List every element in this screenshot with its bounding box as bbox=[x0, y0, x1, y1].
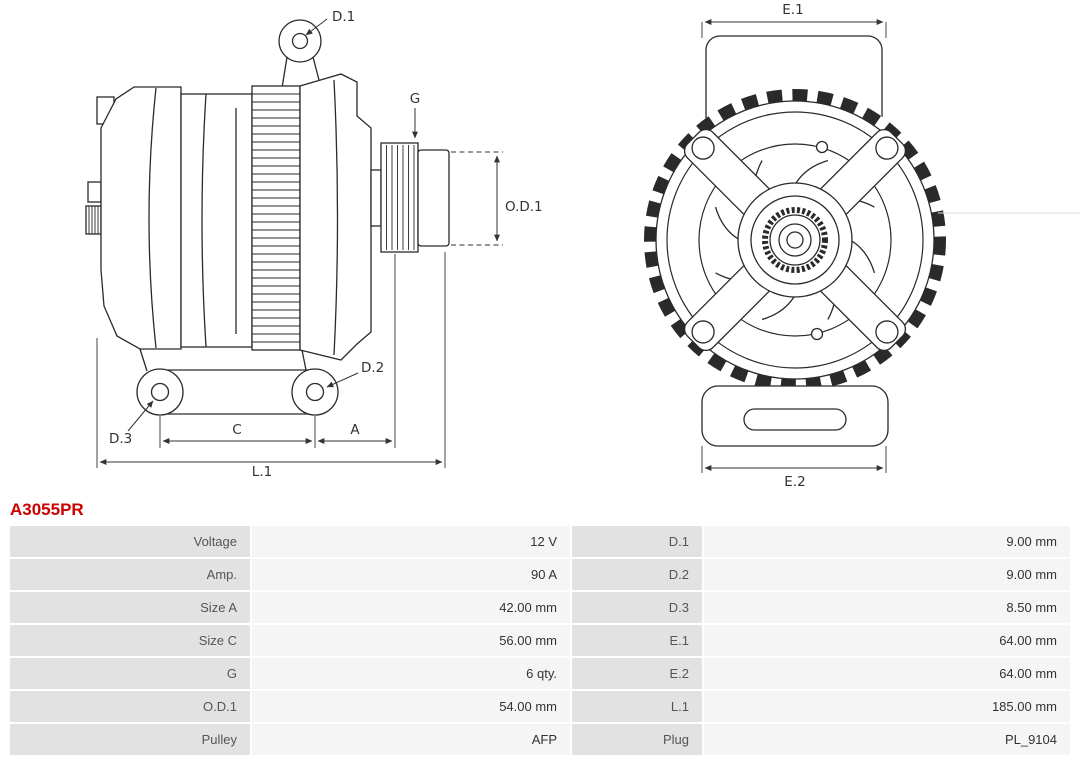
part-number: A3055PR bbox=[10, 500, 84, 519]
front-view-dimensions: E.1 E.2 bbox=[701, 2, 887, 490]
spec-label: D.3 bbox=[572, 592, 702, 623]
top-mounting-hole bbox=[291, 32, 309, 50]
dim-label-a: A bbox=[350, 422, 360, 438]
rotor-rim-scallops bbox=[644, 89, 946, 391]
dim-label-c: C bbox=[232, 422, 241, 438]
spec-label: Plug bbox=[572, 724, 702, 755]
table-row: Voltage 12 V D.1 9.00 mm bbox=[10, 526, 1070, 557]
table-row: Size A 42.00 mm D.3 8.50 mm bbox=[10, 592, 1070, 623]
spec-label: D.1 bbox=[572, 526, 702, 557]
spec-label: Size A bbox=[10, 592, 250, 623]
table-row: G 6 qty. E.2 64.00 mm bbox=[10, 658, 1070, 689]
spec-label: Size C bbox=[10, 625, 250, 656]
mounting-hole-right bbox=[305, 382, 325, 402]
fin-stack bbox=[251, 85, 301, 351]
shaft-hole bbox=[786, 231, 804, 249]
dim-label-g: G bbox=[410, 91, 420, 107]
dim-label-l1: L.1 bbox=[252, 464, 272, 480]
table-row: Size C 56.00 mm E.1 64.00 mm bbox=[10, 625, 1070, 656]
mid-housing bbox=[180, 93, 253, 348]
dim-label-od1: O.D.1 bbox=[505, 199, 543, 215]
spec-value: 42.00 mm bbox=[252, 592, 570, 623]
bolt-hole-bottom bbox=[810, 327, 824, 341]
terminal-block bbox=[87, 181, 102, 203]
side-view-dimensions: D.1 G O.D.1 D.2 D.3 C A L.1 bbox=[96, 9, 543, 480]
spec-label: E.2 bbox=[572, 658, 702, 689]
bottom-bracket-slot bbox=[743, 408, 847, 431]
spec-label: E.1 bbox=[572, 625, 702, 656]
technical-diagram: D.1 G O.D.1 D.2 D.3 C A L.1 bbox=[85, 2, 1080, 490]
table-row: Amp. 90 A D.2 9.00 mm bbox=[10, 559, 1070, 590]
pulley-flange bbox=[417, 149, 450, 247]
spec-value: 12 V bbox=[252, 526, 570, 557]
alternator-front-view bbox=[644, 35, 946, 447]
spec-value: 185.00 mm bbox=[704, 691, 1070, 722]
spec-label: G bbox=[10, 658, 250, 689]
front-housing bbox=[299, 73, 372, 361]
pulley-grooves bbox=[380, 142, 419, 253]
dim-label-d2: D.2 bbox=[361, 360, 384, 376]
spec-label: Voltage bbox=[10, 526, 250, 557]
spec-value: 9.00 mm bbox=[704, 559, 1070, 590]
mounting-hole-left bbox=[150, 382, 170, 402]
spec-table: Voltage 12 V D.1 9.00 mm Amp. 90 A D.2 9… bbox=[10, 526, 1070, 755]
shaft bbox=[370, 169, 382, 227]
dim-label-e1: E.1 bbox=[782, 2, 803, 18]
threaded-stud bbox=[85, 205, 102, 235]
bolt-hole-top bbox=[815, 140, 829, 154]
spec-value: PL_9104 bbox=[704, 724, 1070, 755]
dim-label-d3: D.3 bbox=[109, 431, 132, 447]
spec-value: 8.50 mm bbox=[704, 592, 1070, 623]
spec-value: 54.00 mm bbox=[252, 691, 570, 722]
spec-label: L.1 bbox=[572, 691, 702, 722]
spec-value: AFP bbox=[252, 724, 570, 755]
spec-label: Pulley bbox=[10, 724, 250, 755]
dim-label-e2: E.2 bbox=[784, 474, 805, 490]
spec-label: Amp. bbox=[10, 559, 250, 590]
spec-value: 56.00 mm bbox=[252, 625, 570, 656]
spec-value: 90 A bbox=[252, 559, 570, 590]
alternator-side-view bbox=[85, 19, 450, 416]
spec-value: 9.00 mm bbox=[704, 526, 1070, 557]
rear-cover bbox=[100, 86, 182, 350]
spec-label: D.2 bbox=[572, 559, 702, 590]
table-row: Pulley AFP Plug PL_9104 bbox=[10, 724, 1070, 755]
spec-value: 64.00 mm bbox=[704, 658, 1070, 689]
table-row: O.D.1 54.00 mm L.1 185.00 mm bbox=[10, 691, 1070, 722]
spec-label: O.D.1 bbox=[10, 691, 250, 722]
dim-label-d1: D.1 bbox=[332, 9, 355, 25]
spec-value: 64.00 mm bbox=[704, 625, 1070, 656]
spec-value: 6 qty. bbox=[252, 658, 570, 689]
